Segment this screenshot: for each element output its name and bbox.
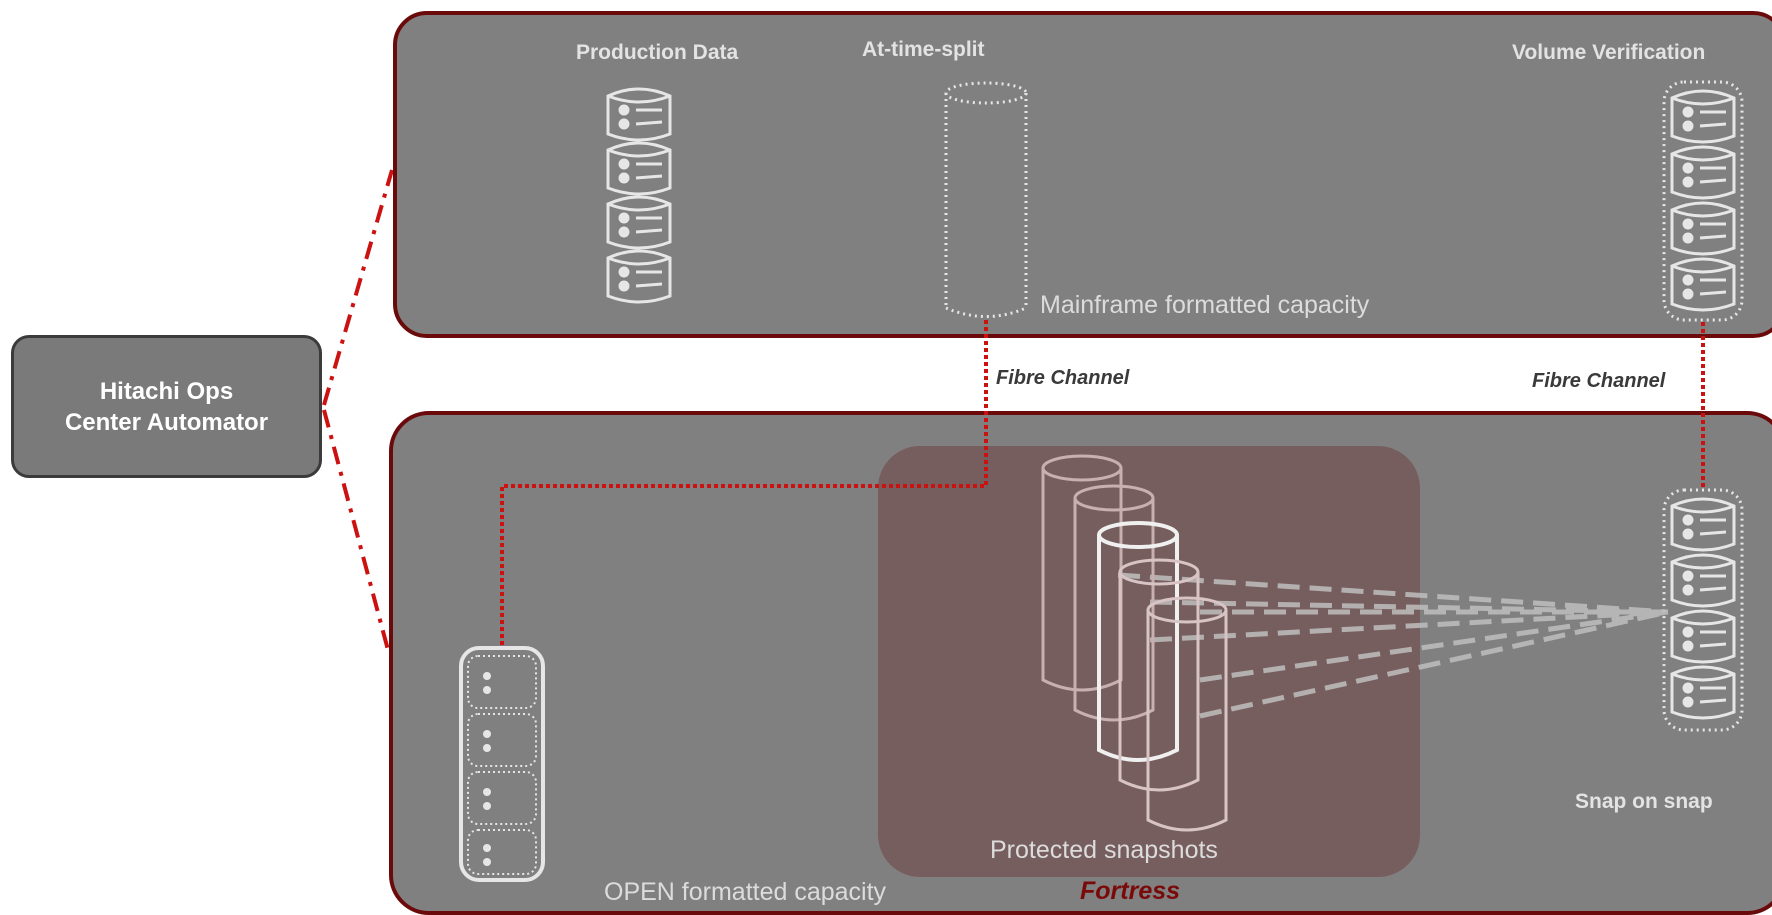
- mainframe-capacity-label: Mainframe formatted capacity: [1040, 291, 1370, 319]
- verification-volume-icon: [1662, 80, 1744, 322]
- open-capacity-label: OPEN formatted capacity: [604, 878, 887, 906]
- fibre-link-left: [500, 320, 988, 648]
- snap-on-snap-label: Snap on snap: [1575, 790, 1713, 813]
- protected-snapshots-icon: [1041, 454, 1228, 832]
- volume-verification-label: Volume Verification: [1512, 41, 1706, 64]
- at-time-split-label: At-time-split: [862, 38, 985, 61]
- fortress-label: Fortress: [1080, 877, 1181, 905]
- split-volume-icon: [944, 81, 1028, 318]
- production-data-icon: [606, 87, 672, 304]
- production-data-label: Production Data: [576, 41, 739, 64]
- fibre-channel-label-left: Fibre Channel: [996, 367, 1130, 389]
- snap-on-snap-icon: [1662, 488, 1744, 732]
- snapshot-links: [1117, 572, 1669, 719]
- open-volume-icon: [459, 646, 545, 882]
- automator-link-top: [322, 169, 394, 406]
- automator-line-1: Hitachi Ops: [99, 377, 234, 405]
- automator-line-2: Center Automator: [64, 408, 269, 436]
- automator-box[interactable]: Hitachi Ops Center Automator: [11, 335, 322, 478]
- protected-snapshots-label: Protected snapshots: [990, 836, 1218, 864]
- automator-link-bottom: [322, 409, 390, 651]
- mainframe-panel: [393, 11, 1772, 338]
- fibre-channel-label-right: Fibre Channel: [1532, 370, 1666, 392]
